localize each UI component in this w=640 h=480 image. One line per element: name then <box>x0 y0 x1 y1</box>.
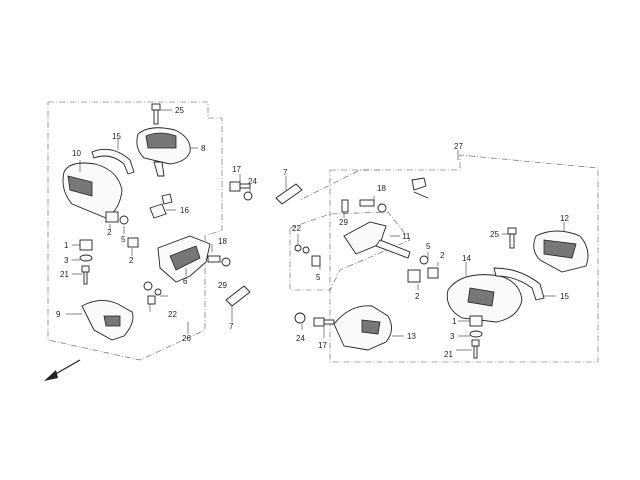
winker-lens-left <box>136 127 191 177</box>
bolt-17-24-right <box>294 312 335 327</box>
callout-3: 3 <box>64 256 69 265</box>
winker-housing-right <box>446 274 523 323</box>
callout-13: 13 <box>407 332 416 341</box>
rubber-strip-right <box>493 267 545 301</box>
callout-18: 18 <box>377 184 386 193</box>
callout-8: 8 <box>201 144 206 153</box>
callout-18: 18 <box>218 237 227 246</box>
callout-14: 14 <box>462 254 471 263</box>
right-assembly-frame <box>289 154 599 363</box>
stay-7-left <box>225 285 251 307</box>
winker-stem-11 <box>343 221 411 259</box>
callout-29: 29 <box>218 281 227 290</box>
fitting-22-right <box>294 244 321 267</box>
callout-12: 12 <box>560 214 569 223</box>
callout-27: 27 <box>454 142 463 151</box>
callout-5: 5 <box>316 273 321 282</box>
connector-16 <box>149 193 173 219</box>
bolt-18-right <box>359 199 387 213</box>
left-assembly-frame <box>47 101 223 361</box>
bolt-18-left <box>207 255 231 267</box>
winker-lens-right <box>533 230 589 273</box>
screw-25-left <box>151 103 161 125</box>
callout-2: 2 <box>129 256 134 265</box>
callout-7: 7 <box>229 322 234 331</box>
callout-26: 26 <box>182 334 191 343</box>
callout-21: 21 <box>60 270 69 279</box>
fasteners-left-1-3-21 <box>79 239 93 285</box>
rubber-strip-left <box>91 148 135 175</box>
callout-17: 17 <box>318 341 327 350</box>
callout-22: 22 <box>168 310 177 319</box>
callout-5: 5 <box>121 235 126 244</box>
connector-right <box>411 177 429 199</box>
winker-housing-left <box>62 160 123 219</box>
callout-25: 25 <box>490 230 499 239</box>
callout-1: 1 <box>452 317 457 326</box>
callout-21: 21 <box>444 350 453 359</box>
callout-25: 25 <box>175 106 184 115</box>
callout-1: 1 <box>64 241 69 250</box>
callout-24: 24 <box>296 334 305 343</box>
callout-2: 2 <box>107 228 112 237</box>
callout-24: 24 <box>248 177 257 186</box>
fittings-29-22-left <box>143 281 162 305</box>
callout-5: 5 <box>426 242 431 251</box>
nuts-right-2-5 <box>407 255 439 283</box>
callout-labels: 25 15 10 8 17 24 16 1 3 21 2 5 2 18 6 29… <box>56 106 569 359</box>
nuts-left-2-5 <box>105 211 139 248</box>
callout-10: 10 <box>72 149 81 158</box>
callout-11: 11 <box>402 232 411 241</box>
callout-29: 29 <box>339 218 348 227</box>
mounting-boot-9 <box>81 300 134 341</box>
callout-3: 3 <box>450 332 455 341</box>
callout-16: 16 <box>180 206 189 215</box>
callout-22: 22 <box>292 224 301 233</box>
callout-6: 6 <box>183 277 188 286</box>
callout-2: 2 <box>415 292 420 301</box>
fitting-29-right <box>341 199 349 213</box>
callout-15: 15 <box>560 292 569 301</box>
callout-7: 7 <box>283 168 288 177</box>
leader-lines <box>66 109 565 351</box>
front-direction-arrow <box>44 359 81 381</box>
mounting-boot-13 <box>333 305 392 351</box>
callout-15: 15 <box>112 132 121 141</box>
callout-17: 17 <box>232 165 241 174</box>
fasteners-right-1-3-21 <box>469 315 483 359</box>
callout-2: 2 <box>440 251 445 260</box>
base-plate-6 <box>157 235 211 283</box>
callout-9: 9 <box>56 310 61 319</box>
stay-7-right <box>275 183 303 205</box>
screw-25-right <box>507 227 517 249</box>
